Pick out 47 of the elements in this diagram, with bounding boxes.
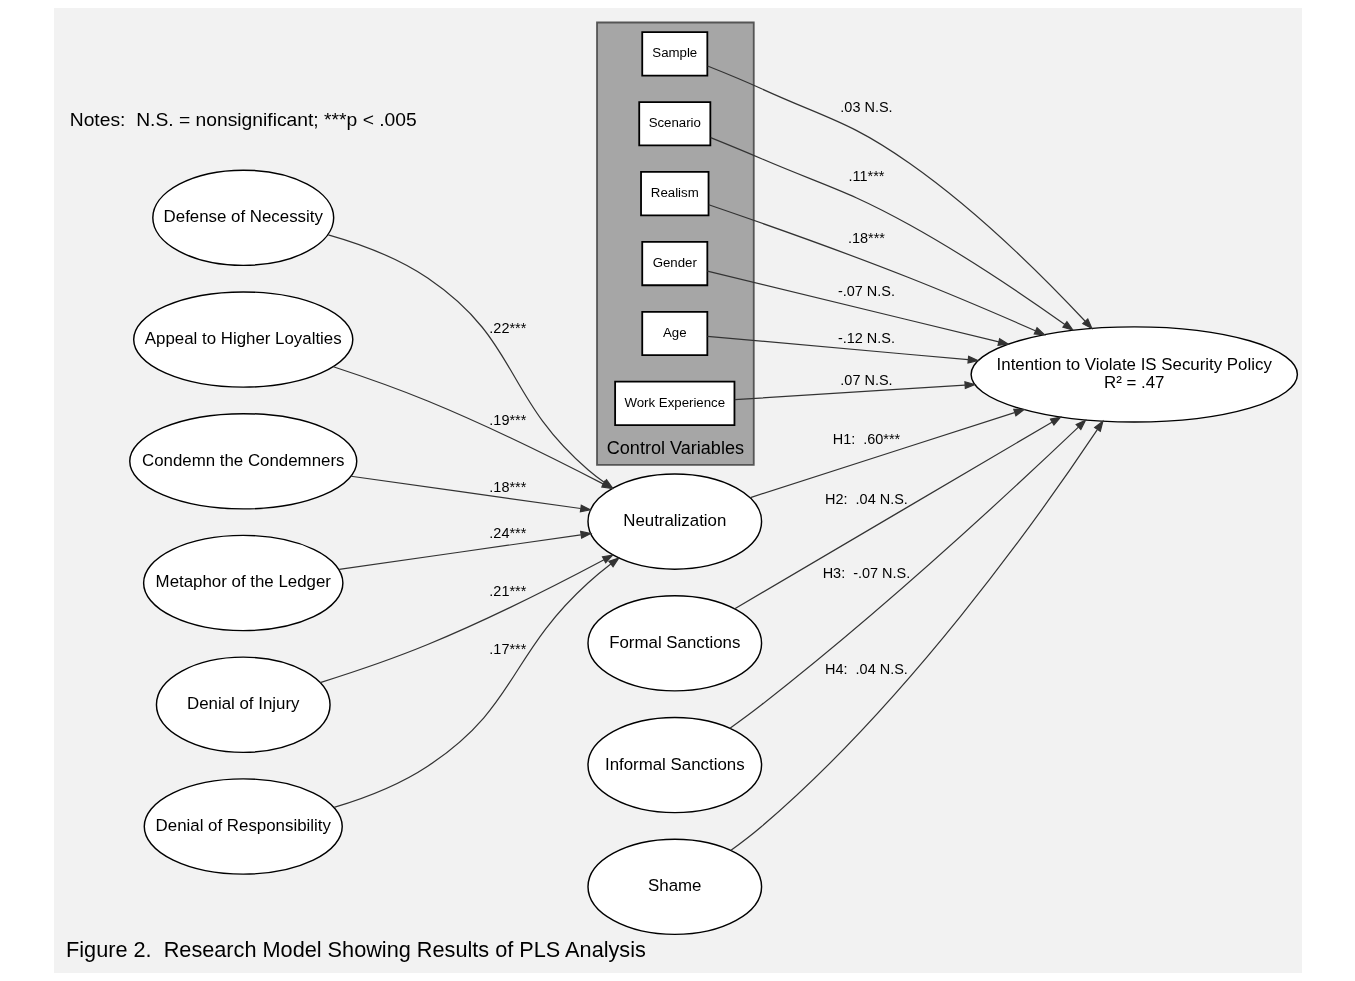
edge-label: .24*** — [488, 524, 526, 541]
edge-label: .03 N.S. — [839, 99, 893, 116]
label: Notes: N.S. = nonsignificant; ***p < .005 — [69, 108, 417, 130]
arrow — [733, 416, 1062, 610]
arrow — [332, 557, 620, 808]
edge-label: .22*** — [488, 320, 526, 337]
edge-label: H4: .04 N.S. — [824, 661, 908, 678]
node-ellipse: Formal Sanctions — [586, 594, 762, 692]
node-ellipse: Metaphor of the Ledger — [142, 534, 344, 632]
node-box: Sample — [640, 31, 708, 77]
edge-label: .21*** — [488, 582, 526, 599]
node-box: Gender — [640, 240, 708, 287]
edge-label: H1: .60*** — [832, 430, 900, 447]
arrow — [709, 137, 1074, 332]
node-ellipse: Denial of Injury — [155, 656, 331, 754]
node-ellipse: Defense of Necessity — [151, 169, 334, 267]
node-ellipse: Condemn the Condemners — [128, 412, 357, 510]
arrow — [729, 419, 1104, 851]
arrow — [749, 408, 1026, 499]
arrow — [338, 530, 593, 571]
edge-label: -.12 N.S. — [837, 329, 895, 346]
edge-label: .17*** — [488, 640, 526, 657]
edge-label: .07 N.S. — [839, 371, 893, 388]
arrow — [707, 204, 1046, 336]
arrow — [319, 554, 614, 684]
edge-label: .18*** — [847, 229, 885, 246]
arrow — [728, 419, 1087, 729]
caption: Figure 2. Research Model Showing Results of PLS Analysis — [65, 936, 646, 962]
arrow — [733, 380, 977, 401]
arrow — [350, 475, 592, 513]
edge-label: H3: -.07 N.S. — [822, 564, 910, 581]
arrow — [706, 65, 1093, 330]
edge-label: -.07 N.S. — [837, 282, 895, 299]
node-ellipse: Denial of Responsibility — [143, 778, 343, 875]
edge-label: .19*** — [488, 411, 526, 428]
node-ellipse: Shame — [586, 838, 762, 936]
arrow — [706, 335, 980, 364]
node-ellipse: Informal Sanctions — [586, 716, 762, 814]
node-box: Scenario — [637, 101, 711, 147]
arrow — [706, 270, 1010, 346]
node-box: Work Experience — [613, 380, 735, 426]
edge-label: .18*** — [488, 479, 526, 496]
node-box: Realism — [639, 171, 709, 217]
node-ellipse: Appeal to Higher Loyalties — [132, 291, 354, 388]
edge-label: .11*** — [848, 168, 884, 185]
edge-label: H2: .04 N.S. — [824, 491, 908, 508]
node-box: Age — [640, 310, 708, 357]
